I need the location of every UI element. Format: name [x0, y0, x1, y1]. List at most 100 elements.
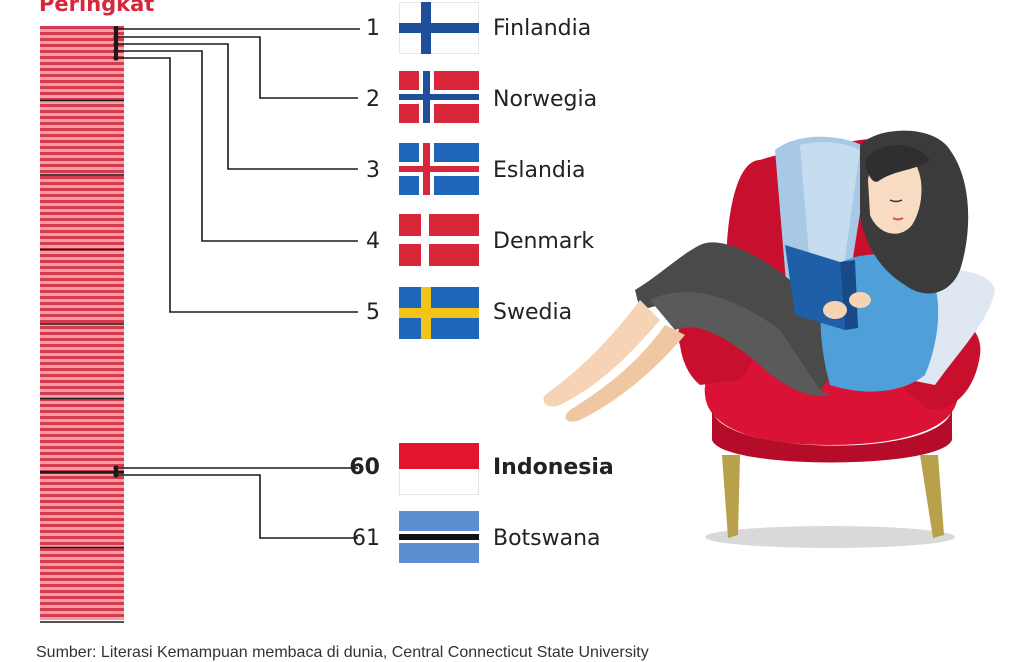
ranking-bar-stripe	[40, 590, 124, 593]
ranking-bar-stripe	[40, 578, 124, 581]
ranking-bar-stripe	[40, 338, 124, 341]
rank-connector-line	[114, 36, 358, 99]
rank-number-2: 2	[366, 87, 380, 112]
ranking-bar-stripe	[40, 62, 124, 65]
ranking-bar-stripe	[40, 32, 124, 35]
rank-marker-bracket	[114, 26, 118, 60]
source-note: Sumber: Literasi Kemampuan membaca di du…	[36, 644, 649, 661]
ranking-bar-stripe	[40, 152, 124, 155]
ranking-bar-stripe	[40, 104, 124, 107]
ranking-bar-stripe	[40, 596, 124, 599]
ranking-bar-stripe	[40, 260, 124, 263]
ranking-bar-stripe	[40, 344, 124, 347]
ranking-bar-stripe	[40, 410, 124, 413]
ranking-bar-stripes	[40, 26, 124, 623]
country-name-indonesia: Indonesia	[493, 455, 614, 480]
sweden-flag-icon	[399, 287, 479, 339]
ranking-bar-stripe	[40, 218, 124, 221]
ranking-bar-stripe	[40, 608, 124, 611]
rank-number-1: 1	[366, 16, 380, 41]
ranking-bar-stripe	[40, 302, 124, 305]
ranking-bar-stripe	[40, 536, 124, 539]
ranking-bar-stripe	[40, 512, 124, 515]
ranking-bar-stripe	[40, 398, 124, 401]
country-name-swedia: Swedia	[493, 300, 573, 325]
ranking-bar-stripe	[40, 482, 124, 485]
ranking-bar-stripe	[40, 518, 124, 521]
ranking-bar-stripe	[40, 572, 124, 575]
ranking-bar-stripe	[40, 494, 124, 497]
ranking-bar-stripe	[40, 404, 124, 407]
country-name-finlandia: Finlandia	[493, 16, 592, 41]
ranking-bar-stripe	[40, 56, 124, 59]
ranking-bar-stripe	[40, 194, 124, 197]
chart-heading: Peringkat	[39, 0, 155, 16]
ranking-bar-stripe	[40, 212, 124, 215]
ranking-bar-stripe	[40, 386, 124, 389]
ranking-bar-stripe	[40, 440, 124, 443]
ranking-bar-stripe	[40, 380, 124, 383]
ranking-bar-stripe	[40, 122, 124, 125]
country-name-denmark: Denmark	[493, 229, 595, 254]
ranking-bar-stripe	[40, 116, 124, 119]
ranking-bar-stripe	[40, 38, 124, 41]
woman-reading-illustration	[543, 130, 995, 548]
ranking-bar-stripe	[40, 92, 124, 95]
ranking-bar-stripe	[40, 146, 124, 149]
ranking-bar-stripe	[40, 446, 124, 449]
ranking-bar-stripe	[40, 614, 124, 617]
ranking-bar-stripe	[40, 230, 124, 233]
ranking-bar-stripe	[40, 488, 124, 491]
ranking-bar-stripe	[40, 290, 124, 293]
ranking-bar-stripe	[40, 368, 124, 371]
ranking-bar-stripe	[40, 50, 124, 53]
ranking-bar-stripe	[40, 530, 124, 533]
denmark-flag-icon	[399, 214, 479, 266]
iceland-flag-icon	[399, 143, 479, 195]
ranking-bar-stripe	[40, 68, 124, 71]
ranking-bar-stripe	[40, 314, 124, 317]
ranking-bar-stripe	[40, 164, 124, 167]
ranking-bar-stripe	[40, 128, 124, 131]
ranking-bar-stripe	[40, 350, 124, 353]
ranking-bar-stripe	[40, 464, 124, 467]
ranking-bar-stripe	[40, 416, 124, 419]
ranking-bar-stripe	[40, 266, 124, 269]
ranking-bar-stripe	[40, 26, 124, 29]
ranking-bar-stripe	[40, 200, 124, 203]
ranking-bar-stripe	[40, 476, 124, 479]
rank-number-3: 3	[366, 158, 380, 183]
ranking-bar-stripe	[40, 134, 124, 137]
ranking-bar-stripe	[40, 272, 124, 275]
ranking-bar-stripe	[40, 80, 124, 83]
ranking-bar-stripe	[40, 542, 124, 545]
ranking-bar-stripe	[40, 278, 124, 281]
ranking-bar-stripe	[40, 506, 124, 509]
indonesia-flag-icon	[399, 443, 479, 495]
ranking-bar-stripe	[40, 560, 124, 563]
rank-connector-line	[114, 57, 358, 313]
ranking-bar-stripe	[40, 452, 124, 455]
ranking-bar-stripe	[40, 176, 124, 179]
ranking-bar-stripe	[40, 110, 124, 113]
finland-flag-icon	[399, 2, 479, 54]
ranking-bar-stripe	[40, 158, 124, 161]
ranking-bar-stripe	[40, 140, 124, 143]
ranking-bar-stripe	[40, 320, 124, 323]
ranking-bar-stripe	[40, 422, 124, 425]
ranking-bar-stripe	[40, 548, 124, 551]
ranking-bar-stripe	[40, 374, 124, 377]
ranking-bar-stripe	[40, 44, 124, 47]
rank-connector-line	[114, 50, 358, 242]
rank-connector-line	[114, 474, 358, 539]
botswana-flag-icon	[399, 511, 479, 563]
ranking-bar-stripe	[40, 98, 124, 101]
ranking-bar-stripe	[40, 392, 124, 395]
ranking-bar-stripe	[40, 206, 124, 209]
rank-connectors	[40, 26, 360, 539]
ranking-bar-stripe	[40, 188, 124, 191]
rank-number-61: 61	[352, 526, 380, 551]
ranking-bar-stripe	[40, 356, 124, 359]
ranking-bar-stripe	[40, 584, 124, 587]
rank-connector-line	[114, 43, 358, 170]
